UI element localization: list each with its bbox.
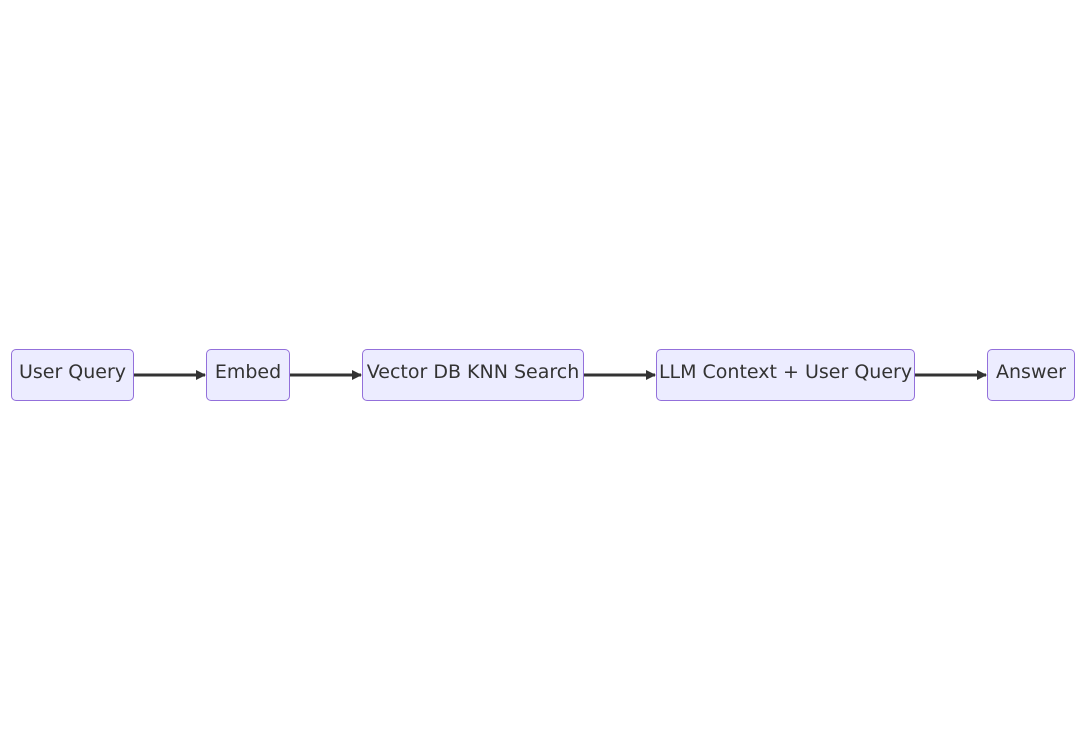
- node-embed: Embed: [206, 349, 290, 401]
- node-llm-context-user-query: LLM Context + User Query: [656, 349, 915, 401]
- node-label: Embed: [214, 361, 282, 383]
- node-label: User Query: [18, 361, 127, 383]
- node-label: LLM Context + User Query: [658, 361, 913, 383]
- node-label: Answer: [996, 361, 1066, 383]
- node-answer: Answer: [987, 349, 1075, 401]
- node-label: Vector DB KNN Search: [366, 361, 580, 383]
- node-vector-db-knn-search: Vector DB KNN Search: [362, 349, 584, 401]
- node-user-query: User Query: [11, 349, 134, 401]
